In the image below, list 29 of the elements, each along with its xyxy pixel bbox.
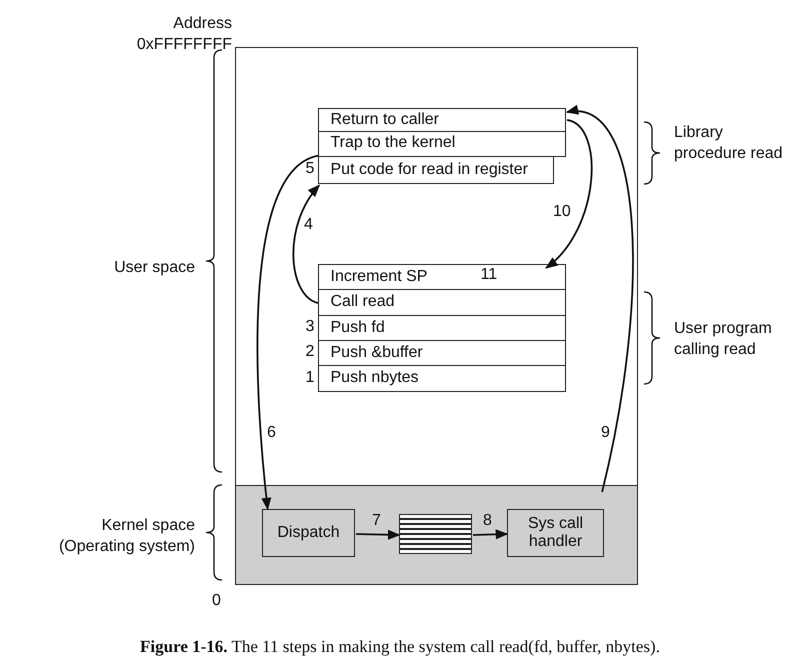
arrow [256,154,318,510]
region-label: Kernel space (Operating system) [58,516,195,557]
address-label: Address [172,14,232,34]
figure-caption: Figure 1-16. The 11 steps in making the system call read(fd, buffer, nbytes). [139,637,661,657]
arrow [356,530,401,540]
arrow [545,119,593,269]
process-box: Sys call handler [507,509,604,557]
region-label: User program calling read [674,319,773,360]
address-space-box [235,47,638,585]
row-text: Increment SP [330,268,428,286]
stack-row: Return to caller [318,108,566,132]
kernel-space-band [234,484,638,584]
stack-row: Call read [318,290,566,316]
address-label: 0xFFFFFFFF [136,35,232,55]
arrow [472,529,508,540]
stack-row: Trap to the kernel [318,130,566,156]
step-number: 11 [480,266,498,284]
arrow [292,184,320,304]
step-number: 1 [306,368,314,386]
dispatch-table [399,514,472,554]
stack-row [318,264,566,290]
region-label: User space [113,258,195,278]
arrow [566,107,634,492]
process-box: Dispatch [262,509,355,557]
step-number: 3 [306,318,314,336]
step-number: 2 [306,343,314,361]
region-label: Library procedure read [674,123,784,164]
step-number: 5 [306,160,314,178]
address-label: 0 [212,591,222,611]
